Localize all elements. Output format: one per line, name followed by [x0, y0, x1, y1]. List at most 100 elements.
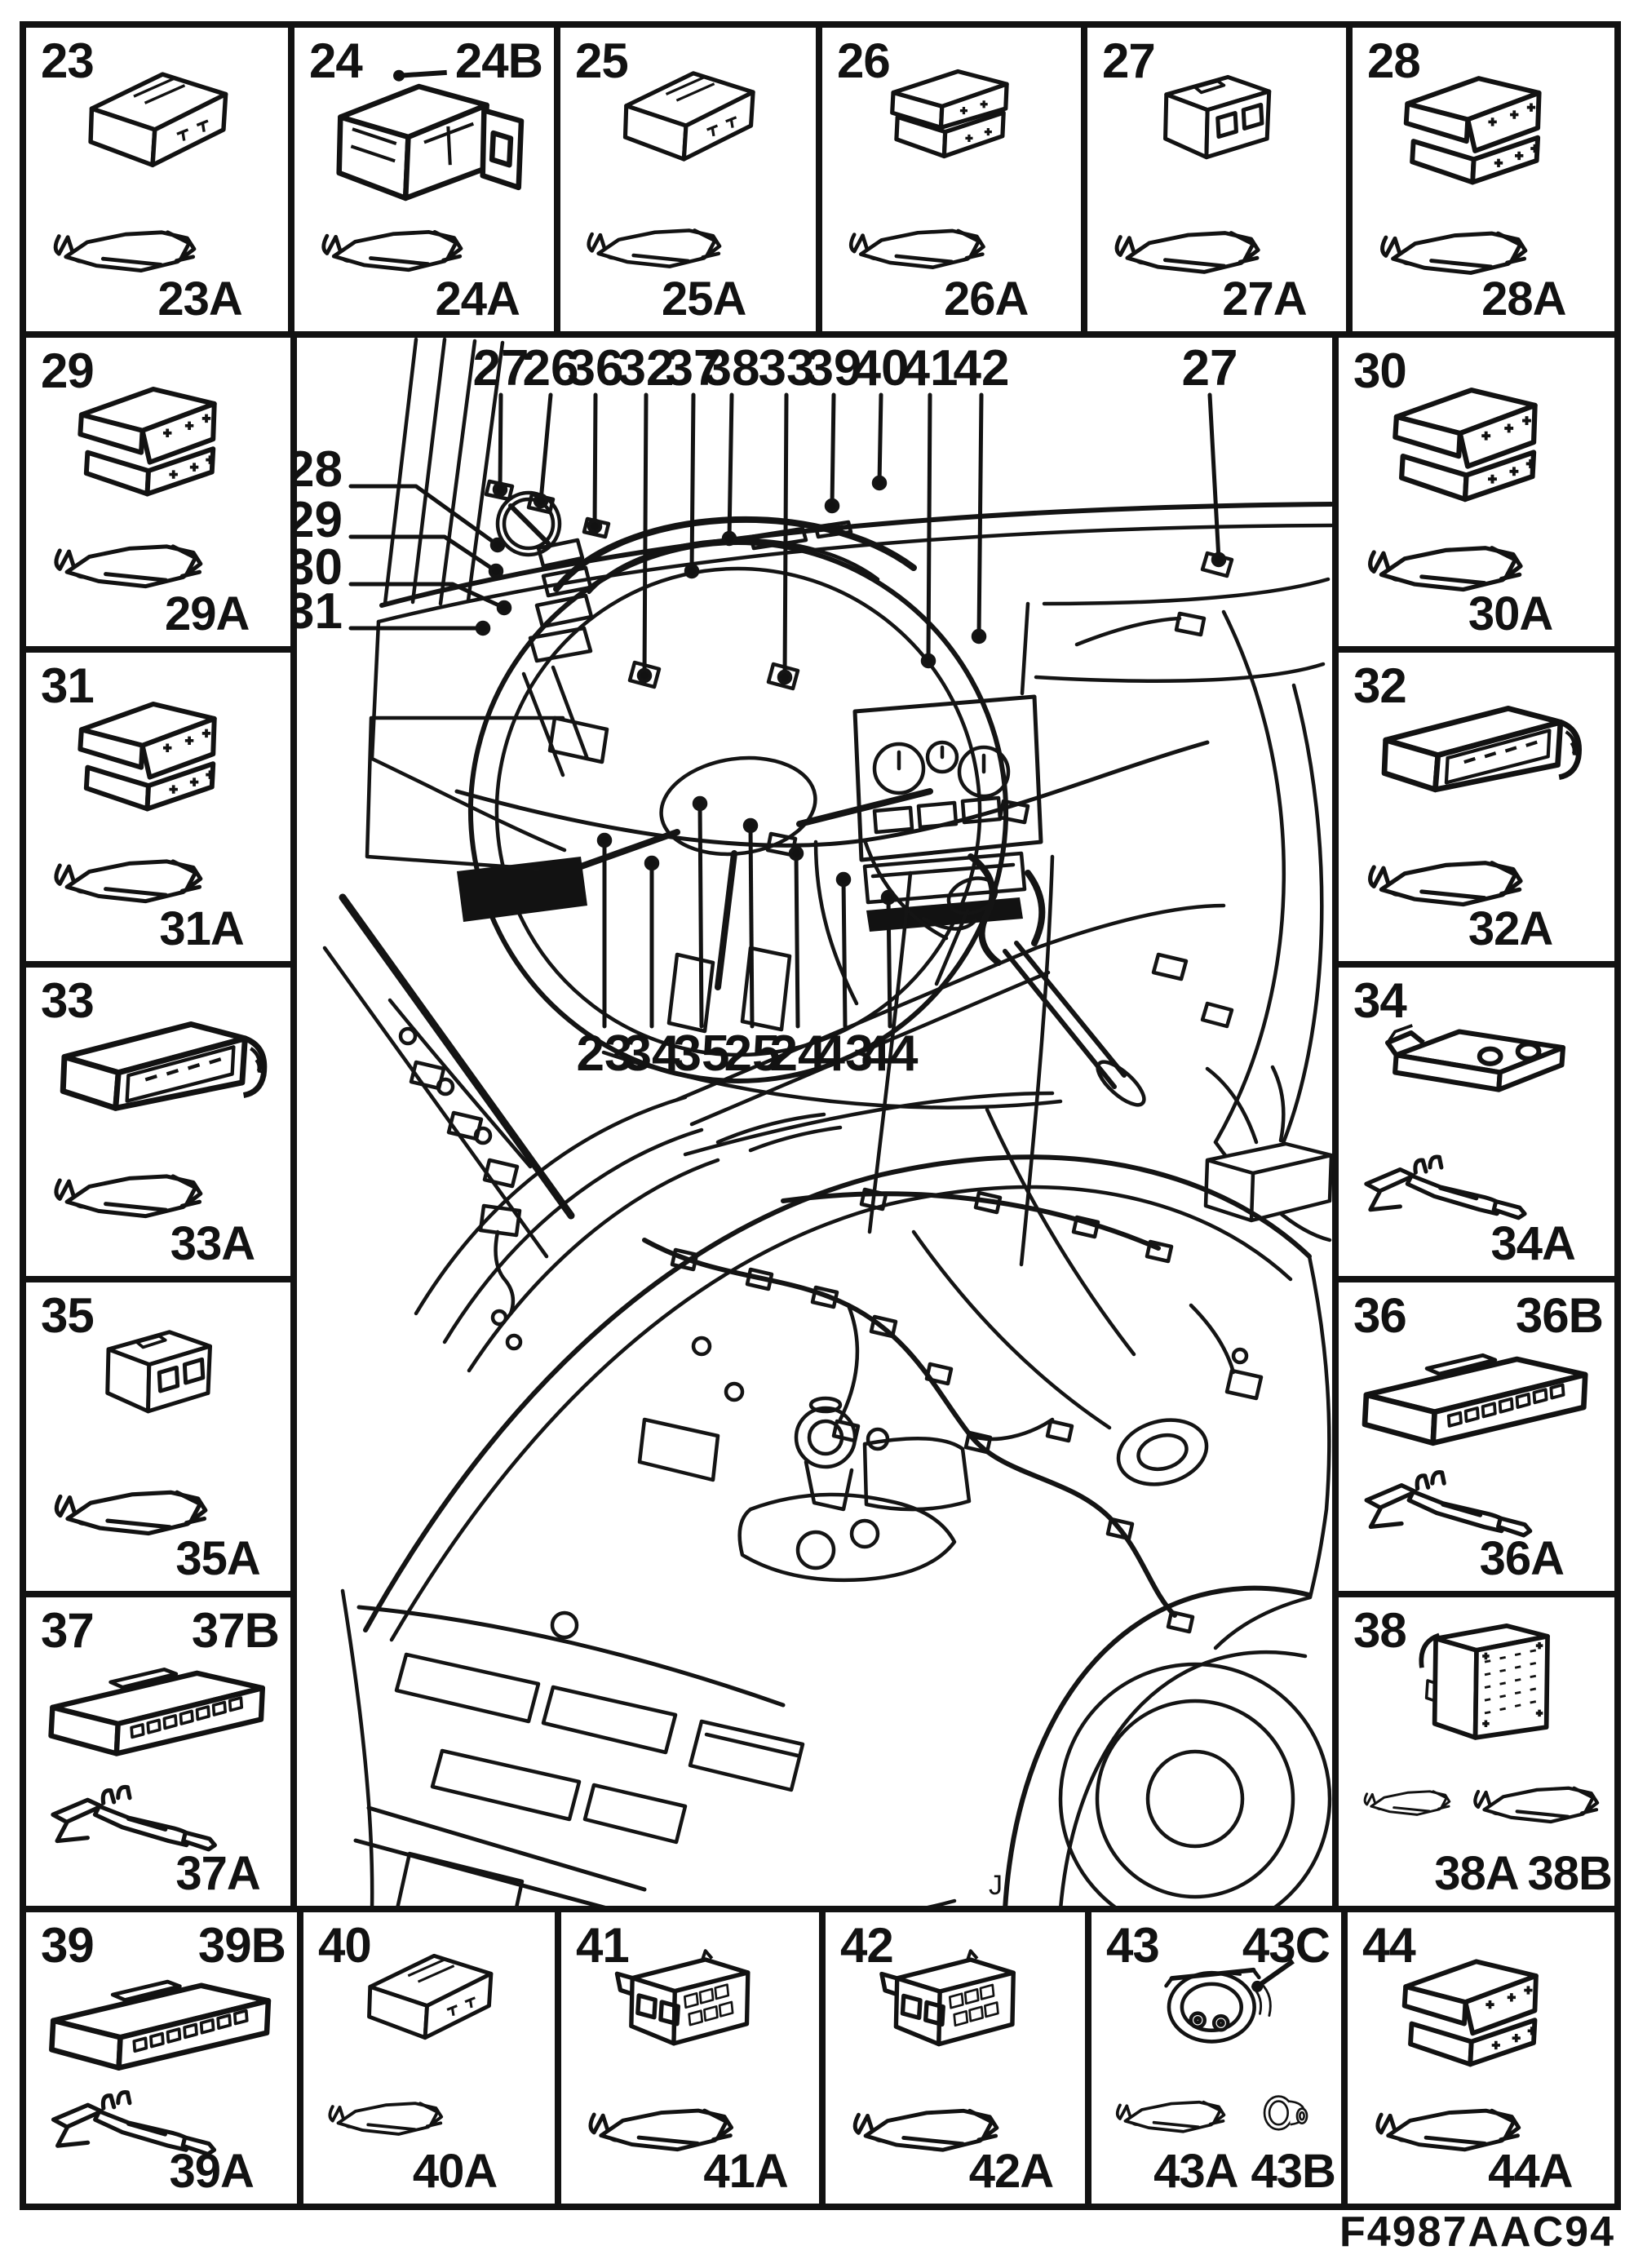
part-number-26: 26	[837, 33, 891, 88]
connector-housing-icon	[1406, 78, 1539, 182]
connector-housing-icon	[1405, 1961, 1536, 2064]
callout-25: 25	[724, 1025, 781, 1082]
connector-housing-icon	[63, 1024, 264, 1108]
part-label-44A: 44A	[1488, 2145, 1573, 2198]
part-cell-44: 44 44A	[1344, 1909, 1618, 2207]
callout-40: 40	[853, 340, 910, 396]
callout-32: 32	[618, 340, 675, 396]
leader-dot	[971, 628, 987, 645]
callout-37: 37	[666, 340, 722, 396]
leader-dot	[587, 518, 603, 534]
part-number-37B: 37B	[191, 1603, 280, 1658]
terminal-icon	[1366, 1473, 1530, 1535]
leader-line-30	[348, 582, 507, 610]
connector-housing-icon	[1384, 708, 1579, 790]
pointer-line	[1255, 1959, 1295, 1989]
part-number-33: 33	[41, 973, 95, 1028]
callout-42: 42	[954, 340, 1010, 396]
leader-dot	[788, 845, 804, 862]
terminal-icon	[56, 547, 201, 587]
part-label-26A: 26A	[944, 272, 1029, 326]
part-cell-26: 26 26A	[819, 24, 1084, 334]
leader-line-28	[348, 484, 500, 547]
connector-housing-icon	[1166, 77, 1269, 157]
callout-38: 38	[704, 340, 760, 396]
leader-line-26	[538, 392, 553, 503]
part-number-44: 44	[1362, 1918, 1416, 1973]
callout-44: 44	[862, 1025, 919, 1082]
terminal-icon	[53, 1787, 215, 1849]
part-number-31: 31	[41, 658, 95, 713]
leader-line-35	[697, 801, 704, 1029]
leader-line-40	[877, 392, 883, 485]
callout-27: 27	[1182, 340, 1238, 396]
leader-line-33	[782, 392, 789, 680]
part-cell-30: 30 30A	[1335, 334, 1618, 649]
connector-housing-icon	[1421, 1626, 1548, 1738]
part-label-41A: 41A	[703, 2145, 788, 2198]
part-label-30A: 30A	[1468, 587, 1553, 640]
terminal-icon	[1366, 1157, 1525, 1218]
callout-26: 26	[523, 340, 579, 396]
terminal-icon	[1370, 863, 1521, 905]
part-label-25A: 25A	[662, 272, 746, 326]
terminal-icon	[324, 232, 461, 269]
leader-line-36	[592, 392, 598, 529]
leader-line-32	[642, 392, 649, 678]
part-number-24B: 24B	[454, 33, 543, 88]
callout-29: 29	[294, 492, 343, 548]
leader-line-39	[830, 392, 836, 508]
pointer-line	[398, 69, 447, 78]
connector-housing-icon	[108, 1332, 210, 1411]
leader-dot	[596, 832, 613, 848]
leader-line-44	[886, 895, 892, 1029]
part-label-40A: 40A	[412, 2145, 498, 2198]
callout-33: 33	[759, 340, 815, 396]
part-cell-art-24	[291, 69, 557, 334]
leader-line-24	[794, 851, 800, 1029]
leader-dot	[489, 537, 506, 553]
part-cell-40: 40 40A	[300, 1909, 558, 2207]
leader-dot	[492, 481, 508, 498]
part-number-36: 36	[1353, 1288, 1407, 1343]
callout-36: 36	[568, 340, 624, 396]
part-label-43B: 43B	[1251, 2145, 1335, 2198]
connector-housing-icon	[91, 74, 226, 165]
part-number-27: 27	[1102, 33, 1156, 88]
leader-dot	[920, 653, 936, 669]
part-label-38B: 38B	[1527, 1847, 1612, 1900]
part-label-31A: 31A	[159, 902, 244, 955]
leader-line-37	[689, 392, 696, 574]
leader-dot	[742, 817, 759, 834]
leader-dot	[835, 871, 852, 888]
callout-41: 41	[902, 340, 959, 396]
part-number-30: 30	[1353, 343, 1407, 398]
connector-housing-icon	[617, 1951, 747, 2044]
part-label-32A: 32A	[1468, 902, 1553, 955]
part-label-34A: 34A	[1490, 1217, 1575, 1270]
connector-housing-icon	[1365, 1355, 1585, 1443]
part-label-37A: 37A	[175, 1847, 260, 1900]
connector-housing-icon	[339, 86, 521, 198]
callout-43: 43	[817, 1025, 874, 1082]
part-number-34: 34	[1353, 973, 1407, 1028]
leader-dot	[1211, 551, 1227, 568]
part-number-37: 37	[41, 1603, 95, 1658]
connector-housing-icon	[1167, 1970, 1271, 2042]
part-number-38: 38	[1353, 1603, 1407, 1658]
terminal-icon	[1370, 548, 1521, 590]
connector-housing-icon	[370, 1956, 491, 2037]
terminal-icon	[589, 230, 720, 266]
car-illustrations: 2726363237383339404142272334352524434428…	[294, 337, 1334, 1909]
part-number-40: 40	[318, 1918, 372, 1973]
connector-housing-icon	[892, 72, 1007, 157]
